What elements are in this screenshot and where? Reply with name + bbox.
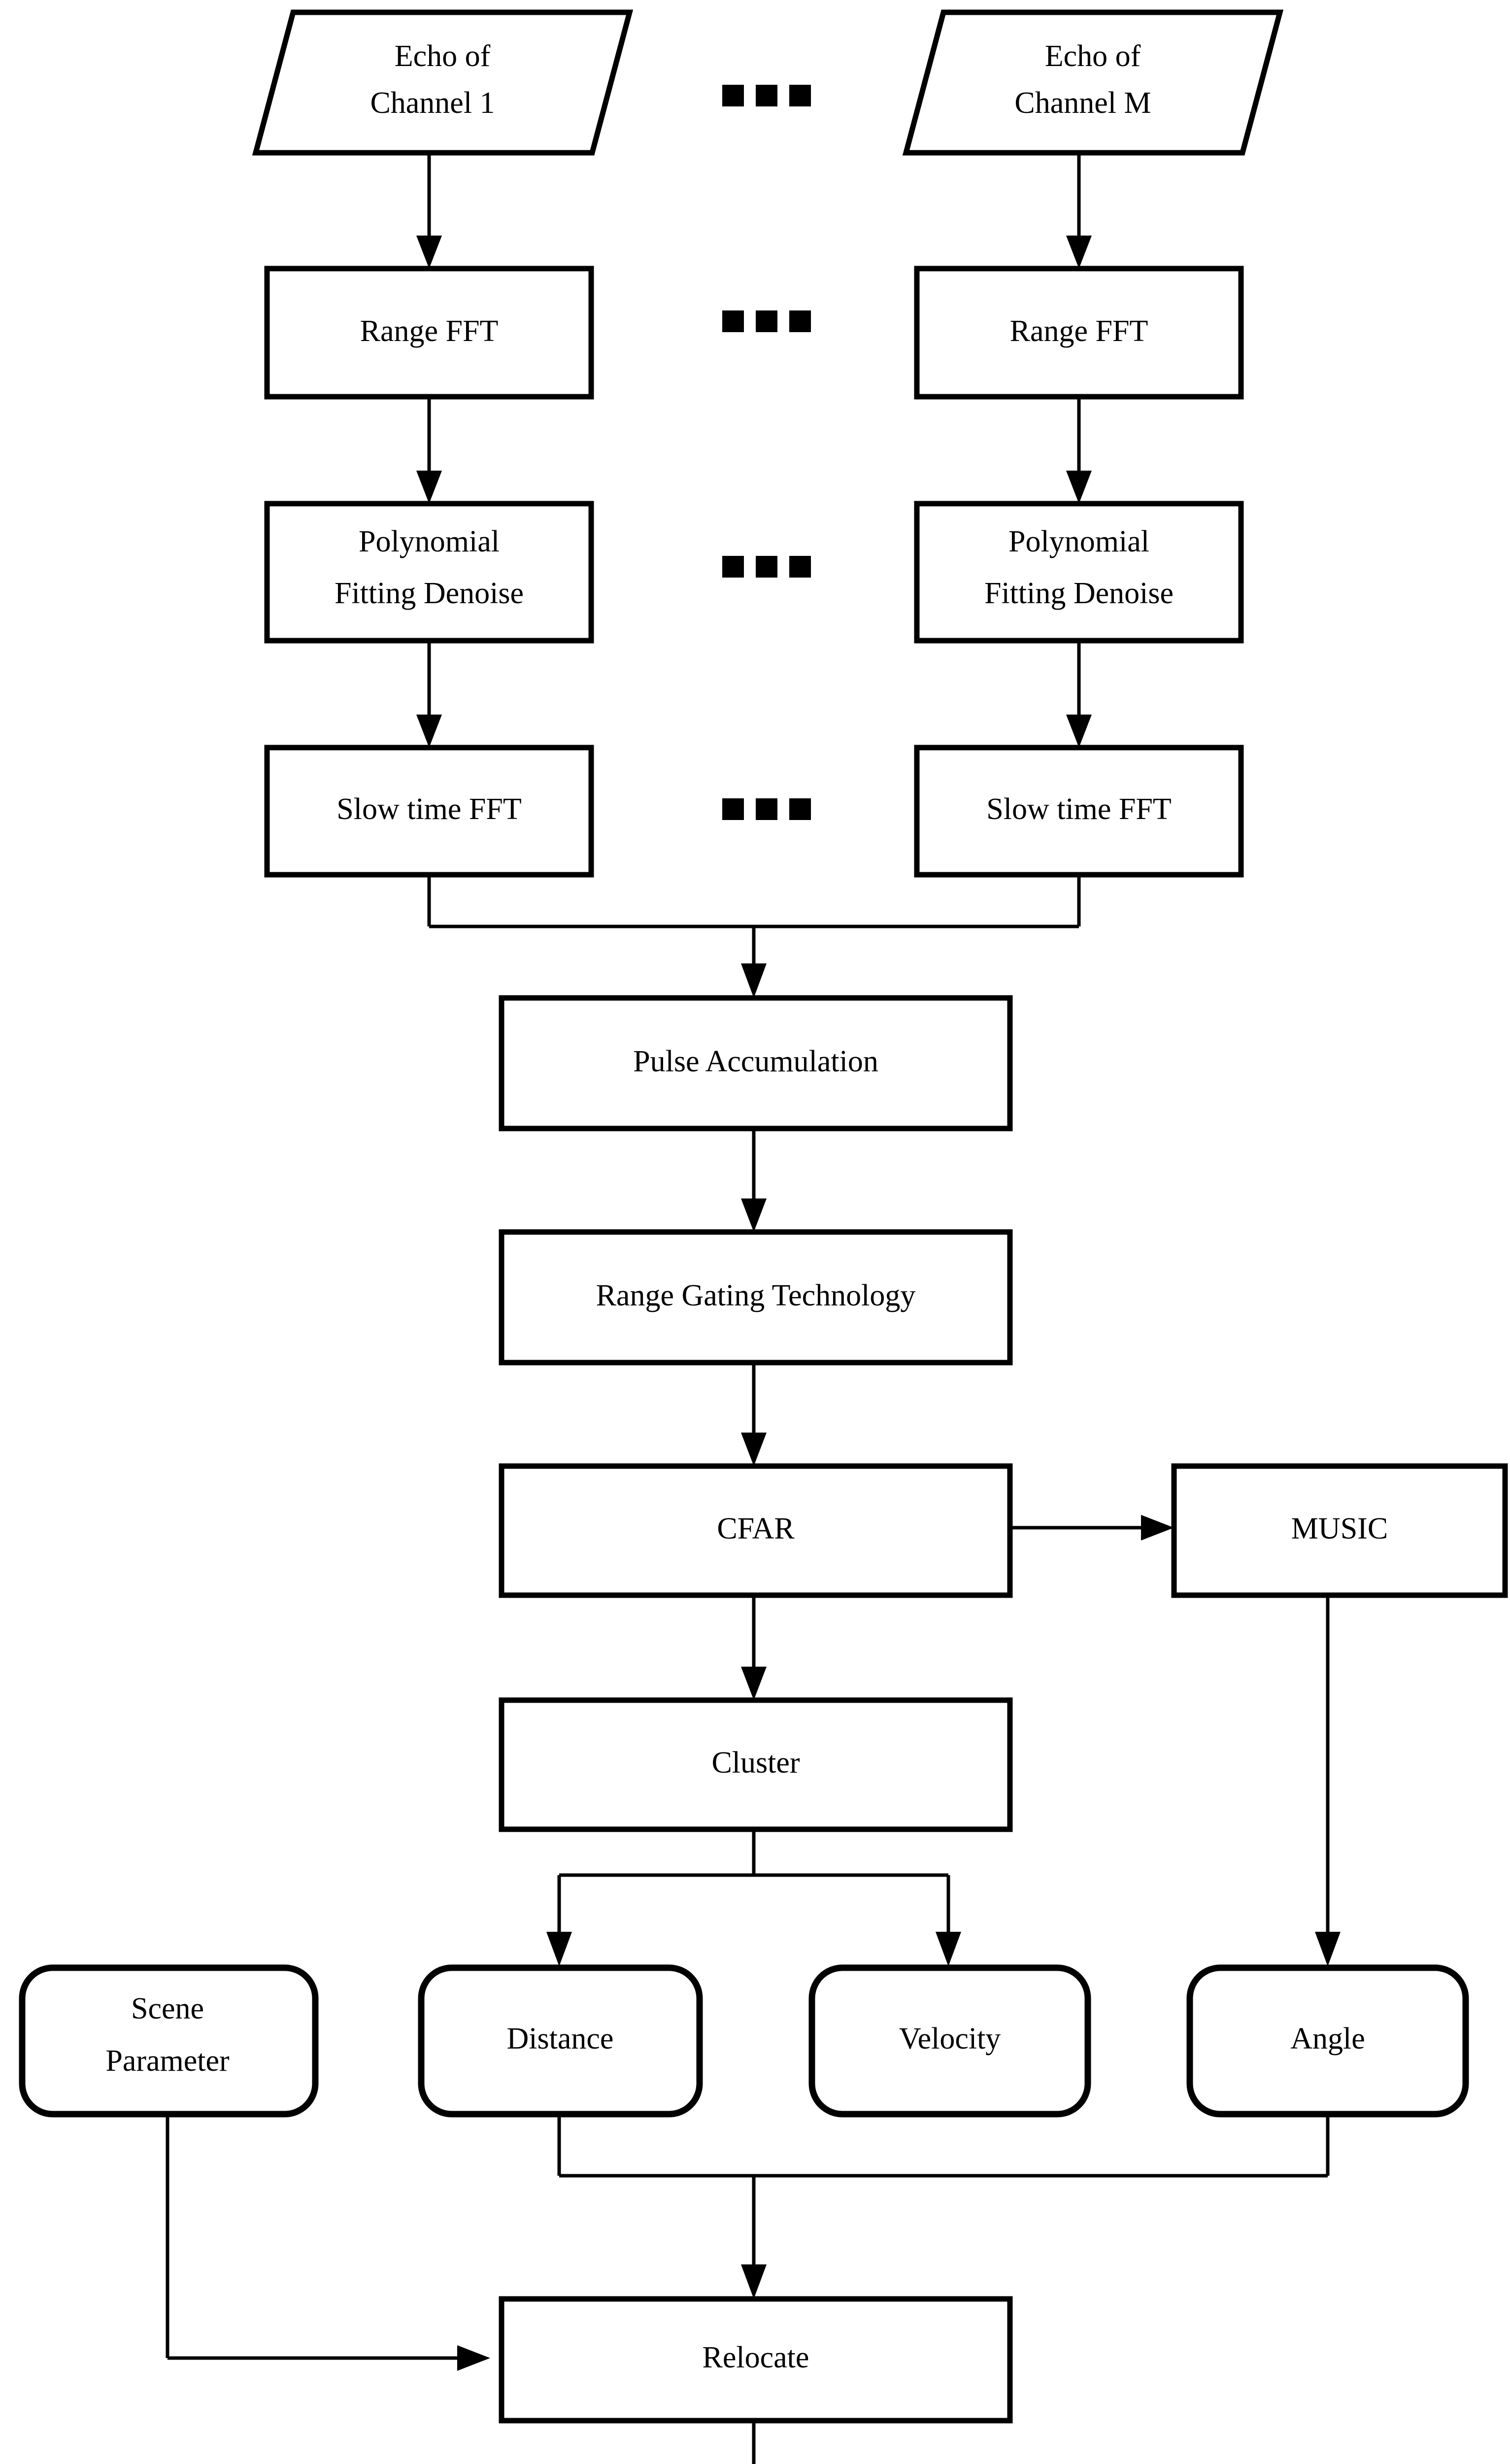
edge-rangefft-to-poly-right	[1066, 397, 1092, 504]
ellipsis-slow-time-fft-row	[722, 798, 811, 820]
node-cluster-label: Cluster	[711, 1746, 800, 1780]
node-velocity-label: Velocity	[899, 2022, 1001, 2055]
node-cfar[interactable]: CFAR	[499, 1463, 1013, 1598]
node-angle[interactable]: Angle	[1186, 1964, 1469, 2118]
node-slow-time-fft-channel-m[interactable]: Slow time FFT	[914, 745, 1244, 878]
node-scene-parameter-line2: Parameter	[105, 2044, 230, 2078]
node-cluster[interactable]: Cluster	[499, 1697, 1013, 1832]
node-polynomial-fitting-denoise-channel-m[interactable]: Polynomial Fitting Denoise	[914, 501, 1244, 644]
edge-cfar-to-cluster	[741, 1595, 767, 1700]
node-echo-channel-1[interactable]: Echo of Channel 1	[252, 9, 634, 156]
node-echo-channel-1-line1: Echo of	[395, 39, 491, 73]
node-polynomial-fitting-denoise-channel-1[interactable]: Polynomial Fitting Denoise	[264, 501, 594, 644]
node-echo-channel-1-line2: Channel 1	[370, 86, 495, 120]
node-cfar-label: CFAR	[717, 1512, 795, 1545]
node-distance[interactable]: Distance	[418, 1964, 703, 2118]
node-range-gating-technology[interactable]: Range Gating Technology	[499, 1229, 1013, 1366]
node-range-fft-channel-1[interactable]: Range FFT	[264, 266, 594, 400]
edge-poly-to-slowfft-right	[1066, 641, 1092, 748]
node-range-fft-channel-1-label: Range FFT	[360, 314, 499, 348]
ellipsis-polynomial-row	[722, 556, 811, 578]
node-polynomial-channel-m-line2: Fitting Denoise	[984, 577, 1174, 610]
node-scene-parameter-line1: Scene	[131, 1992, 204, 2025]
node-scene-parameter[interactable]: Scene Parameter	[19, 1964, 319, 2118]
edge-poly-to-slowfft-left	[416, 641, 442, 748]
edge-rangegating-to-cfar	[741, 1363, 767, 1466]
node-pulse-accumulation[interactable]: Pulse Accumulation	[499, 995, 1013, 1131]
edge-echoM-to-rangefft	[1066, 155, 1092, 269]
node-slow-time-fft-channel-1[interactable]: Slow time FFT	[264, 745, 594, 878]
edge-music-to-angle	[1315, 1597, 1341, 1966]
edge-sceneparameter-to-relocate	[166, 2114, 490, 2371]
node-pulse-accumulation-label: Pulse Accumulation	[633, 1045, 878, 1078]
node-polynomial-channel-m-line1: Polynomial	[1008, 525, 1149, 558]
node-slow-time-fft-channel-m-label: Slow time FFT	[986, 792, 1172, 826]
node-range-fft-channel-m-label: Range FFT	[1010, 314, 1148, 348]
edge-echo1-to-rangefft	[416, 155, 442, 269]
node-slow-time-fft-channel-1-label: Slow time FFT	[336, 792, 522, 826]
node-echo-channel-m-line2: Channel M	[1014, 86, 1151, 120]
node-music-label: MUSIC	[1291, 1512, 1388, 1545]
ellipsis-echo-row	[722, 85, 811, 106]
edge-layer	[166, 155, 1341, 2464]
node-range-gating-technology-label: Range Gating Technology	[596, 1279, 916, 1312]
node-relocate[interactable]: Relocate	[499, 2296, 1013, 2424]
node-polynomial-channel-1-line1: Polynomial	[359, 525, 500, 558]
edge-distance-angle-merge-to-relocate	[557, 2114, 1330, 2299]
node-music[interactable]: MUSIC	[1171, 1463, 1508, 1598]
edge-pulse-to-rangegating	[741, 1129, 767, 1232]
edge-relocate-to-targetposition	[752, 2421, 756, 2464]
node-echo-channel-m-line1: Echo of	[1045, 39, 1141, 73]
edge-cfar-to-music	[1010, 1515, 1174, 1540]
edge-cluster-split	[546, 1829, 961, 1966]
node-distance-label: Distance	[507, 2022, 614, 2055]
edge-slowfft-merge-to-pulse	[427, 875, 1081, 998]
edge-rangefft-to-poly-left	[416, 397, 442, 504]
node-range-fft-channel-m[interactable]: Range FFT	[914, 266, 1244, 400]
node-angle-label: Angle	[1290, 2022, 1365, 2055]
node-polynomial-channel-1-line2: Fitting Denoise	[335, 577, 524, 610]
node-echo-channel-m[interactable]: Echo of Channel M	[902, 9, 1284, 156]
node-relocate-label: Relocate	[703, 2341, 809, 2374]
ellipsis-range-fft-row	[722, 310, 811, 332]
node-velocity[interactable]: Velocity	[808, 1964, 1091, 2118]
